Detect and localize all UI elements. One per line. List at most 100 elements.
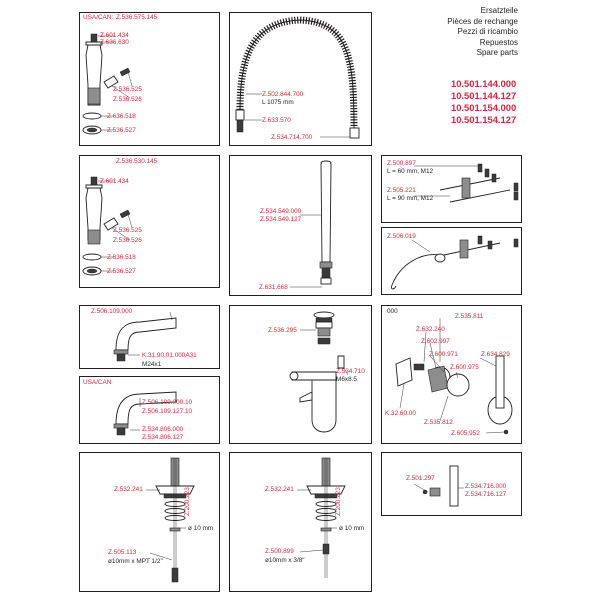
part-number: Z.506.109.127.10 (142, 408, 193, 415)
header-languages: Ersatzteile Pièces de rechange Pezzi di … (447, 6, 518, 59)
panel-spring-hose (229, 12, 372, 146)
part-number: Z.500.899 (265, 548, 294, 555)
article-code: 10.501.144.000 (451, 78, 517, 89)
part-number: Z.536.575.145 (116, 14, 158, 21)
dimension-note: L 1075 mm (262, 99, 294, 106)
part-number: Z.536.527 (107, 268, 136, 275)
part-number: Z.536.526 (113, 237, 142, 244)
part-number: Z.601.434 (100, 178, 129, 185)
dimension-note: ø 10 mm (188, 525, 214, 532)
panel-cartridge-usa (79, 12, 220, 146)
header-line: Spare parts (476, 48, 518, 58)
leader-lines (130, 398, 141, 431)
panel-fixing-bolts (381, 155, 522, 223)
panel-spout (79, 305, 220, 369)
leader-lines (128, 311, 173, 356)
dimension-note: ø10mm x 3/8" (265, 557, 305, 564)
part-number: Z.633.570 (262, 117, 291, 124)
panel-riser-tube (229, 155, 372, 296)
leader-lines (297, 489, 337, 553)
market-tag: USA/CAN: (83, 14, 114, 21)
part-number: Z.536.525 (113, 86, 142, 93)
part-number: K.32.60.00 (385, 410, 416, 417)
part-number: Z.631.668 (259, 284, 288, 291)
leader-lines (413, 483, 464, 493)
part-number: Z.506.109.000 (91, 308, 133, 315)
part-number: Z.532.241 (114, 486, 143, 493)
spout-drawing (113, 391, 177, 436)
part-number: Z.501.297 (406, 475, 435, 482)
part-number: Z.605.952 (451, 430, 480, 437)
variant-tag: 000 (387, 308, 398, 315)
leader-lines (399, 318, 505, 434)
panel-cartridge (79, 155, 220, 288)
article-code: 10.501.144.127 (451, 90, 517, 101)
part-number: Z.536.530.145 (116, 158, 158, 165)
handle-kit-drawing (395, 355, 513, 435)
part-number: Z.534.549.127 (260, 216, 302, 223)
part-number: Z.536.525 (113, 227, 142, 234)
part-number: Z.534.714.700 (271, 134, 313, 141)
dimension-note: M6x8.5 (336, 376, 357, 383)
panel-mounting (229, 452, 372, 592)
hook-drawing (391, 235, 519, 290)
part-number: Z.506.019 (387, 233, 416, 240)
part-number: Z.536.527 (107, 127, 136, 134)
part-number: Z.536.526 (113, 96, 142, 103)
leader-lines (300, 329, 349, 376)
part-number: Z.636.630 (100, 39, 129, 46)
part-number: Z.535.811 (455, 313, 484, 320)
part-number: Z.532.241 (265, 486, 294, 493)
market-tag: USA/CAN (83, 379, 112, 386)
part-number: Z.634.829 (481, 351, 510, 358)
valve-body-drawing (289, 311, 345, 433)
part-number: Z.534.716.127 (465, 491, 507, 498)
leader-lines (245, 93, 350, 138)
part-number: K.31.90.01.000A31 (142, 352, 197, 359)
leader-lines (414, 165, 478, 197)
leader-lines (290, 214, 322, 288)
header-line: Repuestos (479, 37, 518, 47)
header-line: Ersatzteile (480, 6, 518, 15)
dimension-note: ø10mm x MPT 1/2" (108, 558, 163, 565)
leader-lines (411, 239, 431, 253)
part-number: Z.534.806.000 (142, 426, 184, 433)
spring-hose-drawing (235, 16, 360, 139)
panel-mounting-usa (79, 452, 220, 592)
dimension-note: ø 10 mm (339, 525, 365, 532)
part-number: Z.506.109.000.10 (142, 399, 193, 406)
dimension-note: L = 60 mm, M12 (387, 168, 434, 175)
part-number: Z.600.975 (450, 364, 479, 371)
part-number: Z.500.897 (387, 160, 416, 167)
panel-spout-usa (79, 376, 220, 444)
part-number: Z.535.812 (424, 419, 453, 426)
dimension-note: L = 90 mm, M12 (387, 195, 434, 202)
part-number: Z.636.518 (107, 113, 136, 120)
part-number: Z.505.221 (387, 187, 416, 194)
mounting-drawing (306, 457, 346, 578)
dimension-note: M24x1 (142, 361, 162, 368)
leader-lines (98, 35, 133, 131)
leader-lines (98, 180, 133, 272)
part-number-vertical: Z.200.223 (335, 487, 342, 516)
cartridge-drawing (82, 33, 131, 135)
part-number: Z.602.997 (421, 338, 450, 345)
header-line: Pezzi di ricambio (457, 27, 518, 37)
part-number: Z.600.971 (429, 351, 458, 358)
part-number: Z.534.710 (336, 368, 365, 375)
mounting-drawing (155, 457, 195, 583)
article-code: 10.501.154.000 (451, 102, 517, 113)
article-code: 10.501.154.127 (451, 114, 517, 125)
part-number: Z.534.806.127 (142, 434, 184, 441)
panel-hook (381, 227, 522, 295)
header-line: Pièces de rechange (447, 16, 518, 26)
riser-tube-drawing (319, 160, 333, 285)
part-number: Z.534.716.000 (465, 483, 507, 490)
part-number: Z.601.434 (100, 32, 129, 39)
part-number: Z.536.295 (268, 327, 297, 334)
cartridge-drawing (82, 176, 131, 276)
part-number: Z.632.240 (416, 326, 445, 333)
part-number: Z.502.844.700 (262, 91, 304, 98)
bolts-drawing (439, 163, 519, 203)
